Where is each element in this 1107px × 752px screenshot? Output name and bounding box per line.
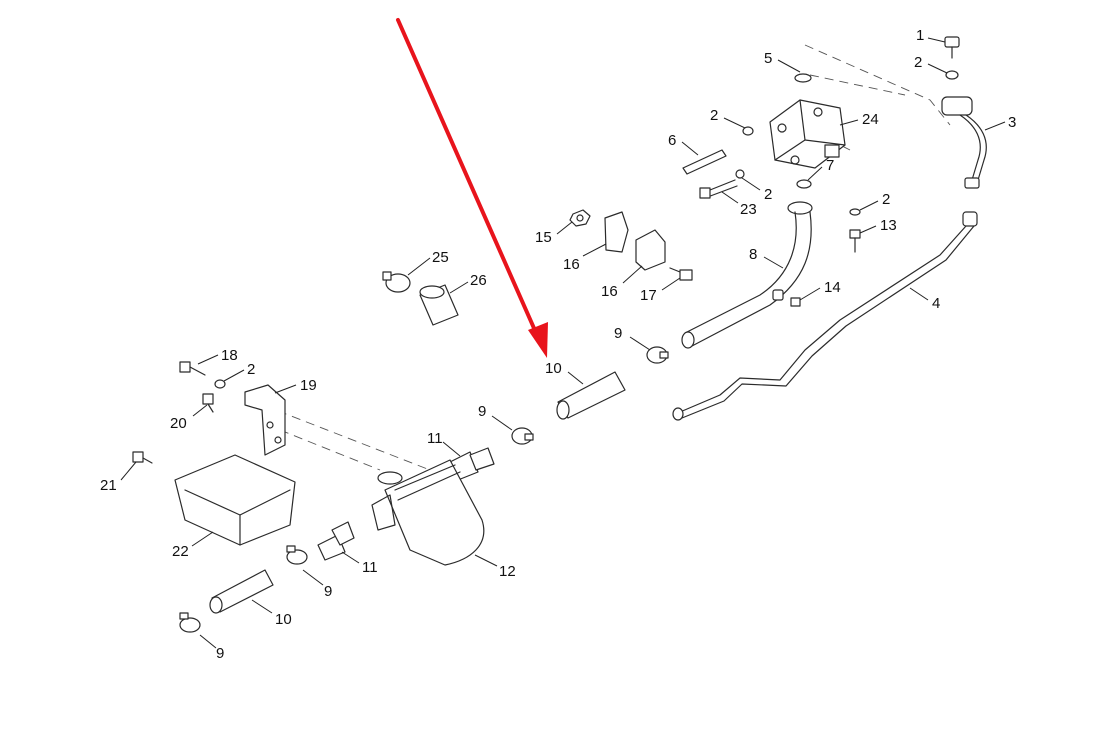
clamp-part-16b	[635, 229, 666, 271]
washer-part-2d	[849, 208, 861, 216]
callout-label: 11	[427, 430, 443, 447]
oring-part-7	[796, 179, 812, 189]
callout-label: 16	[563, 256, 580, 273]
callout-label: 14	[824, 279, 841, 296]
nut-part-15	[569, 209, 591, 227]
clamp-part-9c	[286, 545, 308, 565]
clamp-part-9b	[511, 427, 534, 445]
callout-label: 13	[880, 217, 897, 234]
callout-label: 2	[914, 54, 922, 71]
pump-part-24	[769, 99, 846, 169]
callout-label: 18	[221, 347, 238, 364]
callout-label: 9	[614, 325, 622, 342]
callout-label: 3	[1008, 114, 1016, 131]
clamp-part-25	[382, 271, 411, 293]
callout-label: 11	[362, 559, 378, 576]
callout-label: 26	[470, 272, 487, 289]
callout-label: 8	[749, 246, 757, 263]
callout-label: 20	[170, 415, 187, 432]
callout-label: 4	[932, 295, 940, 312]
callout-label: 17	[640, 287, 657, 304]
hose-part-10a	[556, 371, 626, 420]
filter-element-part-26	[419, 284, 459, 326]
callout-label: 21	[100, 477, 117, 494]
callout-label: 6	[668, 132, 676, 149]
pipe-part-3	[941, 96, 987, 189]
callout-label: 10	[275, 611, 292, 628]
clamp-part-9a	[646, 346, 669, 364]
clamp-part-16a	[604, 211, 629, 253]
callout-label: 9	[478, 403, 486, 420]
red-highlight-arrow	[396, 18, 548, 358]
pipe-part-4	[672, 211, 978, 421]
bolt-part-13	[849, 229, 861, 253]
callout-label: 2	[882, 191, 890, 208]
callout-label: 25	[432, 249, 449, 266]
callout-label: 19	[300, 377, 317, 394]
callout-label: 2	[247, 361, 255, 378]
fitting-part-11b	[317, 521, 355, 561]
callout-label: 10	[545, 360, 562, 377]
bolt-part-21	[132, 451, 153, 464]
washer-part-2b	[742, 126, 754, 136]
callout-label: 9	[216, 645, 224, 662]
callout-label: 12	[499, 563, 516, 580]
washer-part-2a	[945, 70, 959, 80]
oring-part-5	[794, 73, 812, 83]
bolt-part-23	[699, 179, 738, 199]
filter-housing-part-12	[371, 459, 485, 566]
washer-part-2e	[214, 379, 226, 389]
callout-labels: 1 2 3 5 2 24 6 7 2 23 2 13 15 16 16 17 8…	[100, 27, 1016, 662]
callout-label: 22	[172, 543, 189, 560]
shaft-part-6	[682, 149, 727, 175]
hose-part-10b	[209, 569, 274, 614]
clamp-part-9d	[179, 612, 201, 633]
guard-part-22	[174, 454, 296, 546]
callout-label: 16	[601, 283, 618, 300]
callout-label: 23	[740, 201, 757, 218]
bolt-part-20	[202, 393, 214, 413]
callout-label: 24	[862, 111, 879, 128]
callout-leaders	[120, 37, 1006, 649]
washer-part-2c	[735, 169, 745, 179]
suction-pipe-part-8	[681, 201, 813, 349]
bracket-part-19	[244, 384, 286, 456]
bolt-part-1	[944, 36, 960, 59]
callout-label: 2	[710, 107, 718, 124]
bolt-part-18	[179, 361, 206, 376]
callout-label: 7	[826, 157, 834, 174]
bolt-part-17	[669, 267, 693, 281]
callout-label: 2	[764, 186, 772, 203]
plug-part-14	[790, 297, 801, 307]
alignment-lines	[249, 44, 951, 471]
callout-label: 5	[764, 50, 772, 67]
callout-label: 9	[324, 583, 332, 600]
callout-label: 15	[535, 229, 552, 246]
callout-label: 1	[916, 27, 924, 44]
